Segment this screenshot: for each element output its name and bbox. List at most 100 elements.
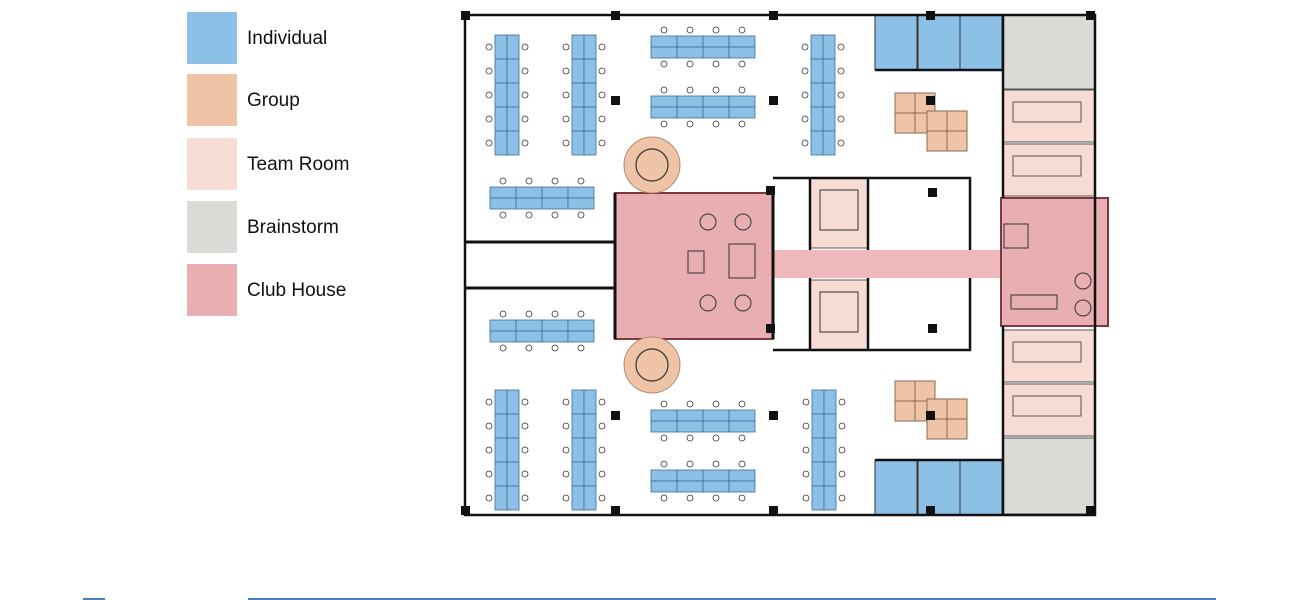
structural-column (611, 411, 620, 420)
chair (598, 422, 606, 430)
desk (811, 485, 825, 511)
chair (838, 446, 846, 454)
desk (822, 130, 836, 156)
desk (676, 409, 704, 422)
chair (801, 67, 809, 75)
desk (515, 197, 543, 210)
chair (562, 494, 570, 502)
desk (541, 186, 569, 199)
desk (506, 389, 520, 415)
chair (738, 26, 746, 34)
desk (567, 330, 595, 343)
desk (583, 485, 597, 511)
cafe-table (734, 213, 752, 231)
structural-column (926, 96, 935, 105)
desk (494, 106, 508, 132)
chair (499, 344, 507, 352)
desk (571, 82, 585, 108)
desk-block-sw-1 (485, 389, 529, 511)
chair (562, 67, 570, 75)
cafe-table (1074, 299, 1092, 317)
cafe-table (699, 213, 717, 231)
structural-column (769, 96, 778, 105)
legend-label: Brainstorm (247, 217, 339, 238)
chair (551, 177, 559, 185)
chair (521, 91, 529, 99)
desk (506, 58, 520, 84)
brainstorm-room-north (1002, 14, 1096, 90)
chair (712, 494, 720, 502)
desk (494, 389, 508, 415)
desk (810, 34, 824, 60)
structural-column (461, 506, 470, 515)
structural-column (1086, 506, 1095, 515)
chair (485, 398, 493, 406)
lounge-pod (623, 336, 681, 394)
chair (738, 460, 746, 468)
desk (506, 437, 520, 463)
desk (676, 420, 704, 433)
group-cluster-south (894, 380, 968, 440)
group-desk (894, 400, 916, 422)
cafe-table (734, 294, 752, 312)
desk (571, 130, 585, 156)
chair (660, 434, 668, 442)
individual-office (959, 459, 1003, 516)
group-desk (914, 380, 936, 402)
meeting-table (1010, 294, 1058, 310)
lounge-pod (623, 136, 681, 194)
chair (562, 91, 570, 99)
chair (686, 26, 694, 34)
desk-block-ne (801, 34, 845, 156)
brainstorm-swatch (187, 201, 237, 253)
team-room-swatch (187, 138, 237, 190)
chair (525, 310, 533, 318)
chair (598, 446, 606, 454)
chair (801, 91, 809, 99)
desk (823, 461, 837, 487)
desk (494, 485, 508, 511)
desk (823, 413, 837, 439)
chair (738, 434, 746, 442)
desk (506, 485, 520, 511)
desk-clusters (485, 26, 846, 511)
team-table (1012, 101, 1082, 123)
desk (650, 409, 678, 422)
structural-column (926, 411, 935, 420)
desk (728, 95, 756, 108)
chair (521, 115, 529, 123)
chair (525, 211, 533, 219)
desk (489, 319, 517, 332)
round-table (635, 148, 669, 182)
desk (650, 480, 678, 493)
chair (686, 460, 694, 468)
chair (686, 494, 694, 502)
team-room (1002, 383, 1096, 437)
desk (494, 130, 508, 156)
chair (485, 422, 493, 430)
cafe-table (1074, 272, 1092, 290)
group-desk (946, 398, 968, 420)
legend-label: Group (247, 90, 300, 111)
desk (567, 186, 595, 199)
desk (676, 469, 704, 482)
structural-column (926, 506, 935, 515)
desk (728, 106, 756, 119)
chair (598, 43, 606, 51)
chair (686, 120, 694, 128)
desk (515, 330, 543, 343)
club-house-swatch (187, 264, 237, 316)
desk (583, 34, 597, 60)
corridor-zone (773, 250, 1003, 278)
chair (738, 86, 746, 94)
chair (485, 91, 493, 99)
round-table (635, 348, 669, 382)
chair (485, 139, 493, 147)
desk (571, 58, 585, 84)
desk (702, 480, 730, 493)
structural-column (926, 11, 935, 20)
structural-column (769, 411, 778, 420)
chair (598, 139, 606, 147)
desk (583, 437, 597, 463)
legend-item-group: Group (187, 74, 447, 126)
